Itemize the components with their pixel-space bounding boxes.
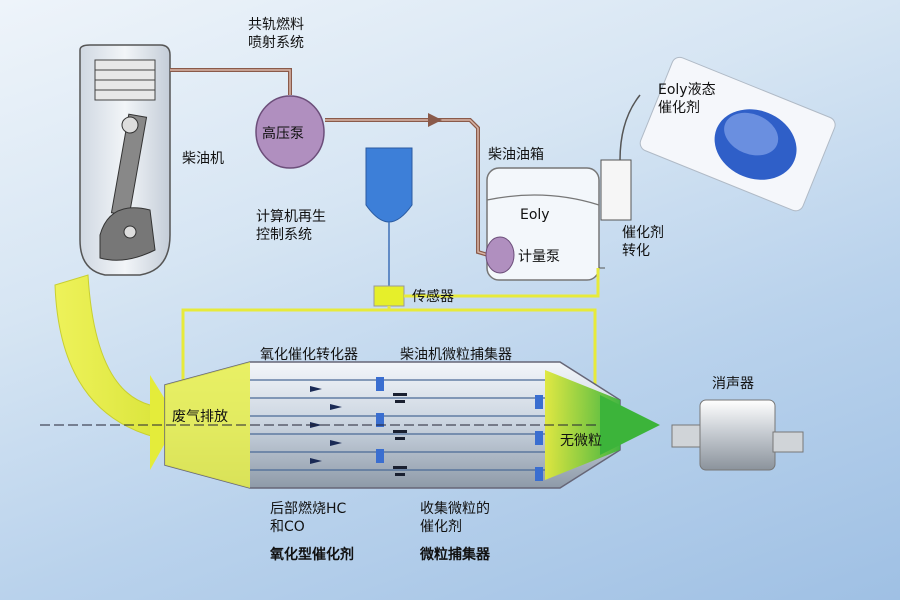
label-hp-pump: 高压泵 [262,126,304,142]
computer-control-box [365,147,413,223]
label-oxi-converter: 氧化催化转化器 [260,347,358,363]
eoly-bottle [639,56,836,212]
label-eoly-catalyst: Eoly液态 催化剂 [658,82,716,116]
label-exhaust: 废气排放 [172,409,228,425]
label-burn-hc: 后部燃烧HC 和CO [270,501,347,535]
label-dpf: 柴油机微粒捕集器 [400,347,512,363]
label-eoly-tank: Eoly [520,207,550,223]
metering-pump [485,236,515,274]
label-common-rail: 共轨燃料 喷射系统 [248,17,304,51]
label-computer: 计算机再生 控制系统 [256,209,326,243]
label-muffler: 消声器 [712,376,754,392]
catalyst-container [600,159,632,221]
label-collect: 收集微粒的 催化剂 [420,501,490,535]
high-pressure-pump [255,95,325,169]
label-no-particles: 无微粒 [560,433,602,449]
label-meter-pump: 计量泵 [518,249,560,265]
muffler [671,399,804,471]
diesel-engine [79,44,171,276]
label-tank: 柴油油箱 [488,147,544,163]
label-catalyst-conversion: 催化剂 转化 [622,225,664,259]
sensor [373,285,405,307]
label-engine: 柴油机 [182,151,224,167]
label-trap: 微粒捕集器 [420,547,490,563]
label-oxi-catalyst: 氧化型催化剂 [270,547,354,563]
label-sensor: 传感器 [412,289,454,305]
